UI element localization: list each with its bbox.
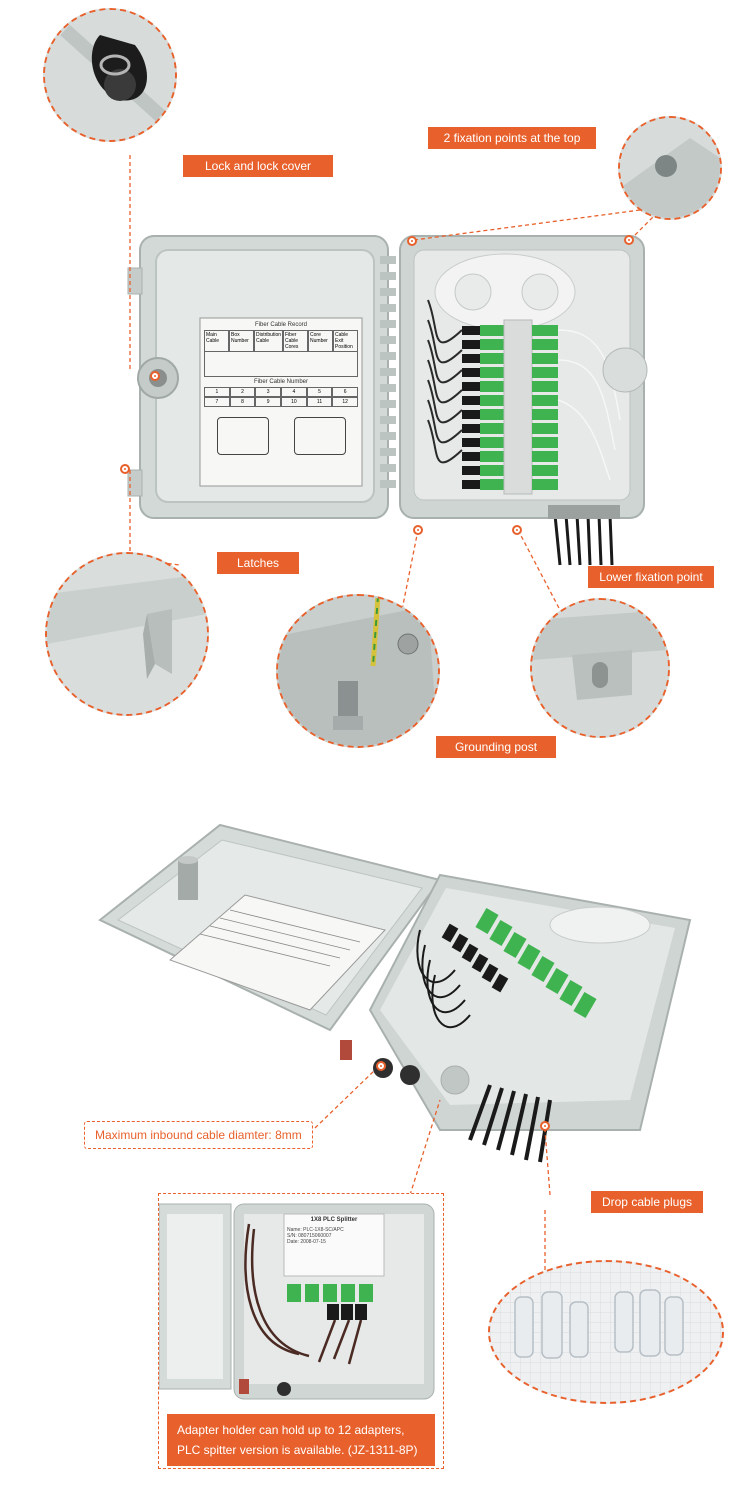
record-number-cell: 2 [229, 387, 256, 397]
record-number-cell: 1 [204, 387, 230, 397]
inbound-port-marker [376, 1061, 386, 1071]
record-number-cell: 11 [306, 397, 333, 407]
lock-callout-text: Lock and lock cover [204, 159, 312, 173]
record-header-cell: Cable Exit Position [333, 330, 359, 352]
lock-marker [150, 371, 160, 381]
fixation-top-callout: 2 fixation points at the top [428, 127, 596, 149]
record-header-cell: Main Cable [204, 330, 229, 352]
splitter-label-line: Name: PLC-1X8-SC/APC [287, 1227, 344, 1233]
grounding-zoom-circle [276, 594, 440, 748]
record-number-cell: 10 [281, 397, 307, 407]
fixation-marker-left [407, 236, 417, 246]
record-number-cell: 6 [332, 387, 359, 397]
fixation-marker-right [624, 235, 634, 245]
adapter-holder-note-line1: Adapter holder can hold up to 12 adapter… [177, 1423, 405, 1437]
fixation-top-callout-text: 2 fixation points at the top [443, 131, 581, 145]
splitter-inset: 1X8 PLC Splitter Name: PLC-1X8-SC/APC S/… [158, 1193, 444, 1469]
record-number-cell: 8 [229, 397, 256, 407]
record-card-title: Fiber Cable Record [254, 322, 308, 328]
latches-callout: Latches [217, 552, 299, 574]
record-header-cell: Fiber Cable Cores [283, 330, 309, 352]
record-header-cell: Distribution Cable [254, 330, 284, 352]
lock-callout: Lock and lock cover [183, 155, 333, 177]
splitter-label-line: Date: 2008-07-15 [287, 1239, 326, 1245]
adapter-holder-note-line2: PLC spitter version is available. (JZ-13… [177, 1443, 418, 1457]
latch-marker [120, 464, 130, 474]
enclosure-front-view [127, 155, 656, 621]
splitter-label-line: S/N: 080715060007 [287, 1233, 332, 1239]
record-header-cell: Box Number [229, 330, 254, 352]
enclosure-iso-view [98, 823, 692, 1270]
record-card: Fiber Cable Record Main Cable Box Number… [204, 322, 359, 455]
record-card-subtitle: Fiber Cable Number [253, 379, 309, 385]
splitter-label-title: 1X8 PLC Splitter [310, 1217, 358, 1223]
record-number-cell: 9 [255, 397, 282, 407]
adapter-holder-note: Adapter holder can hold up to 12 adapter… [167, 1414, 435, 1466]
lock-zoom-circle [43, 8, 177, 142]
grounding-callout: Grounding post [436, 736, 556, 758]
connector-row [462, 319, 558, 495]
record-card-headers: Main Cable Box Number Distribution Cable… [204, 330, 359, 352]
inbound-cable-callout-text: Maximum inbound cable diamter: 8mm [95, 1128, 302, 1142]
grounding-marker [413, 525, 423, 535]
record-header-cell: Core Number [308, 330, 334, 352]
record-number-cell: 4 [281, 387, 307, 397]
drop-plugs-callout: Drop cable plugs [591, 1191, 703, 1213]
record-card-sketches [204, 417, 358, 455]
drop-plugs-callout-text: Drop cable plugs [601, 1195, 693, 1209]
lower-fixation-marker [512, 525, 522, 535]
latches-callout-text: Latches [236, 556, 280, 570]
record-number-cell: 7 [204, 397, 230, 407]
grounding-callout-text: Grounding post [454, 740, 538, 754]
fixation-top-zoom-circle [618, 116, 722, 220]
lower-fixation-callout: Lower fixation point [588, 566, 714, 588]
drop-plug-marker [540, 1121, 550, 1131]
record-number-cell: 12 [332, 397, 359, 407]
inbound-cable-callout: Maximum inbound cable diamter: 8mm [84, 1121, 313, 1149]
lower-fixation-zoom-circle [530, 598, 670, 738]
splitter-label: 1X8 PLC Splitter Name: PLC-1X8-SC/APC S/… [287, 1217, 381, 1245]
record-number-cell: 5 [306, 387, 333, 397]
enclosure-base [399, 235, 648, 566]
lower-fixation-callout-text: Lower fixation point [599, 570, 703, 584]
record-number-cell: 3 [255, 387, 282, 397]
drop-plugs-zoom-circle [488, 1260, 724, 1404]
latches-zoom-circle [45, 552, 209, 716]
